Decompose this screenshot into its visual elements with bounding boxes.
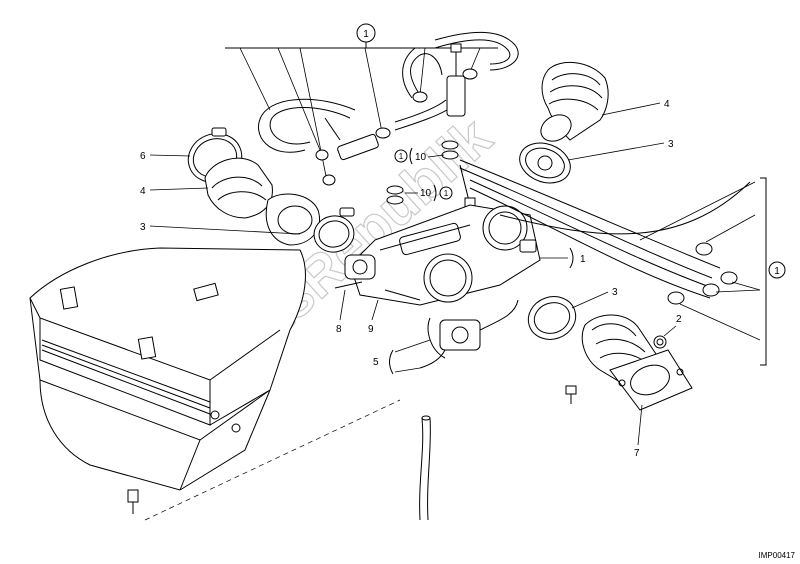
svg-text:7: 7 <box>634 448 640 459</box>
svg-text:3: 3 <box>668 139 674 150</box>
vacuum-hoses-upper <box>258 31 519 153</box>
long-hoses <box>459 159 756 299</box>
svg-text:2: 2 <box>676 314 682 325</box>
callout-3-right: 3 <box>567 139 674 161</box>
callout-9: 9 <box>368 299 379 335</box>
svg-text:10: 10 <box>415 152 427 163</box>
callout-2: 2 <box>663 314 682 337</box>
intake-duct-left <box>265 193 320 246</box>
callout-3-lower: 3 <box>571 287 618 309</box>
callout-1-right: 1 <box>768 261 786 279</box>
svg-text:1: 1 <box>399 152 404 161</box>
svg-text:3: 3 <box>612 287 618 298</box>
callout-8: 8 <box>336 289 346 335</box>
callout-1-top: 1 <box>356 23 376 43</box>
hose-fittings-right <box>667 214 761 341</box>
svg-text:8: 8 <box>336 324 342 335</box>
svg-text:1: 1 <box>444 189 449 198</box>
clamp-right <box>519 142 571 184</box>
diagram-code: IMP00417 <box>759 551 796 560</box>
callout-1-throttle: 1 <box>540 247 586 269</box>
svg-text:1: 1 <box>774 266 780 277</box>
fitting-2 <box>653 335 667 349</box>
air-box <box>29 247 306 514</box>
callout-5: 5 <box>373 339 431 375</box>
callout-10-upper: 1 10 <box>394 147 445 165</box>
svg-text:6: 6 <box>140 151 146 162</box>
callout-6: 6 <box>140 151 191 162</box>
intake-manifold-7 <box>581 314 693 411</box>
svg-text:4: 4 <box>140 186 146 197</box>
svg-text:4: 4 <box>664 99 670 110</box>
drain-hose <box>419 415 431 521</box>
svg-text:1: 1 <box>363 29 369 40</box>
svg-text:10: 10 <box>420 188 432 199</box>
callout-7: 7 <box>634 404 643 459</box>
idle-valve <box>419 299 519 369</box>
intake-boot-left-4 <box>204 157 273 219</box>
callout-4-left: 4 <box>140 186 209 197</box>
callout-10-lower: 10 1 <box>405 184 453 202</box>
small-clamps <box>315 43 478 213</box>
svg-text:5: 5 <box>373 357 379 368</box>
dashed-leader <box>144 399 401 521</box>
bolt-lower <box>565 385 577 404</box>
svg-text:1: 1 <box>580 254 586 265</box>
intake-boot-right <box>540 61 609 142</box>
right-bracket <box>760 177 767 366</box>
svg-text:9: 9 <box>368 324 374 335</box>
svg-text:3: 3 <box>140 222 146 233</box>
clamp-left-3 <box>313 207 355 253</box>
callout-3-left: 3 <box>140 222 301 235</box>
callout-4-right: 4 <box>601 99 670 116</box>
throttle-body <box>334 204 541 306</box>
clamp-lower-3 <box>527 296 577 340</box>
